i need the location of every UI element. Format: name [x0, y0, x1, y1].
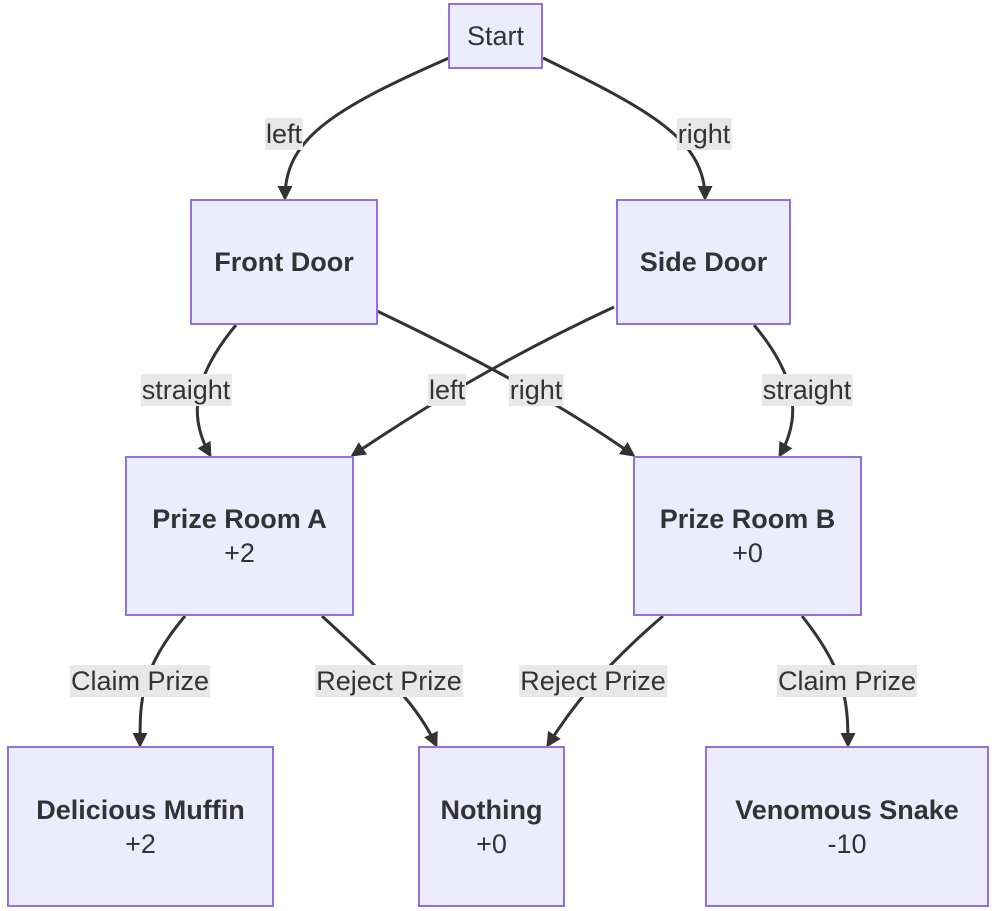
node-start: Start — [448, 3, 543, 69]
node-front-door-label: Front Door — [214, 247, 354, 277]
node-side-door: Side Door — [616, 199, 791, 325]
edge-side-door-prize-room-a — [350, 305, 615, 457]
node-venomous-snake-label: Venomous Snake — [735, 794, 959, 825]
edge-start-side-door — [542, 56, 713, 201]
edge-label-start-side-door: right — [676, 118, 732, 150]
node-nothing-label: Nothing — [440, 794, 543, 825]
edge-label-prize-room-a-muffin: Claim Prize — [69, 665, 211, 697]
node-prize-room-a: Prize Room A +2 — [125, 456, 354, 616]
edge-label-prize-room-b-nothing: Reject Prize — [519, 665, 667, 697]
node-start-label: Start — [466, 21, 525, 51]
node-delicious-muffin-value: +2 — [125, 828, 156, 859]
node-prize-room-a-value: +2 — [224, 538, 255, 568]
edge-label-prize-room-b-snake: Claim Prize — [776, 665, 918, 697]
node-nothing-value: +0 — [476, 828, 507, 859]
node-prize-room-b: Prize Room B +0 — [633, 456, 862, 616]
edge-label-prize-room-a-nothing: Reject Prize — [315, 665, 463, 697]
node-venomous-snake: Venomous Snake -10 — [705, 746, 989, 907]
node-prize-room-b-value: +0 — [732, 538, 763, 568]
edge-label-start-front-door: left — [264, 118, 304, 150]
node-side-door-label: Side Door — [639, 247, 768, 277]
node-delicious-muffin: Delicious Muffin +2 — [7, 746, 274, 907]
edge-label-front-door-prize-room-a: straight — [140, 374, 232, 406]
node-prize-room-b-label: Prize Room B — [659, 504, 836, 534]
edge-start-front-door — [277, 56, 450, 201]
node-nothing: Nothing +0 — [418, 746, 565, 907]
node-front-door: Front Door — [190, 199, 378, 325]
node-venomous-snake-value: -10 — [827, 828, 867, 859]
edge-label-side-door-prize-room-b: straight — [761, 374, 853, 406]
edge-label-side-door-prize-room-a: left — [427, 374, 467, 406]
node-prize-room-a-label: Prize Room A — [152, 504, 327, 534]
node-delicious-muffin-label: Delicious Muffin — [36, 794, 245, 825]
edge-front-door-prize-room-b — [376, 309, 636, 457]
edge-label-front-door-prize-room-b: right — [508, 374, 564, 406]
